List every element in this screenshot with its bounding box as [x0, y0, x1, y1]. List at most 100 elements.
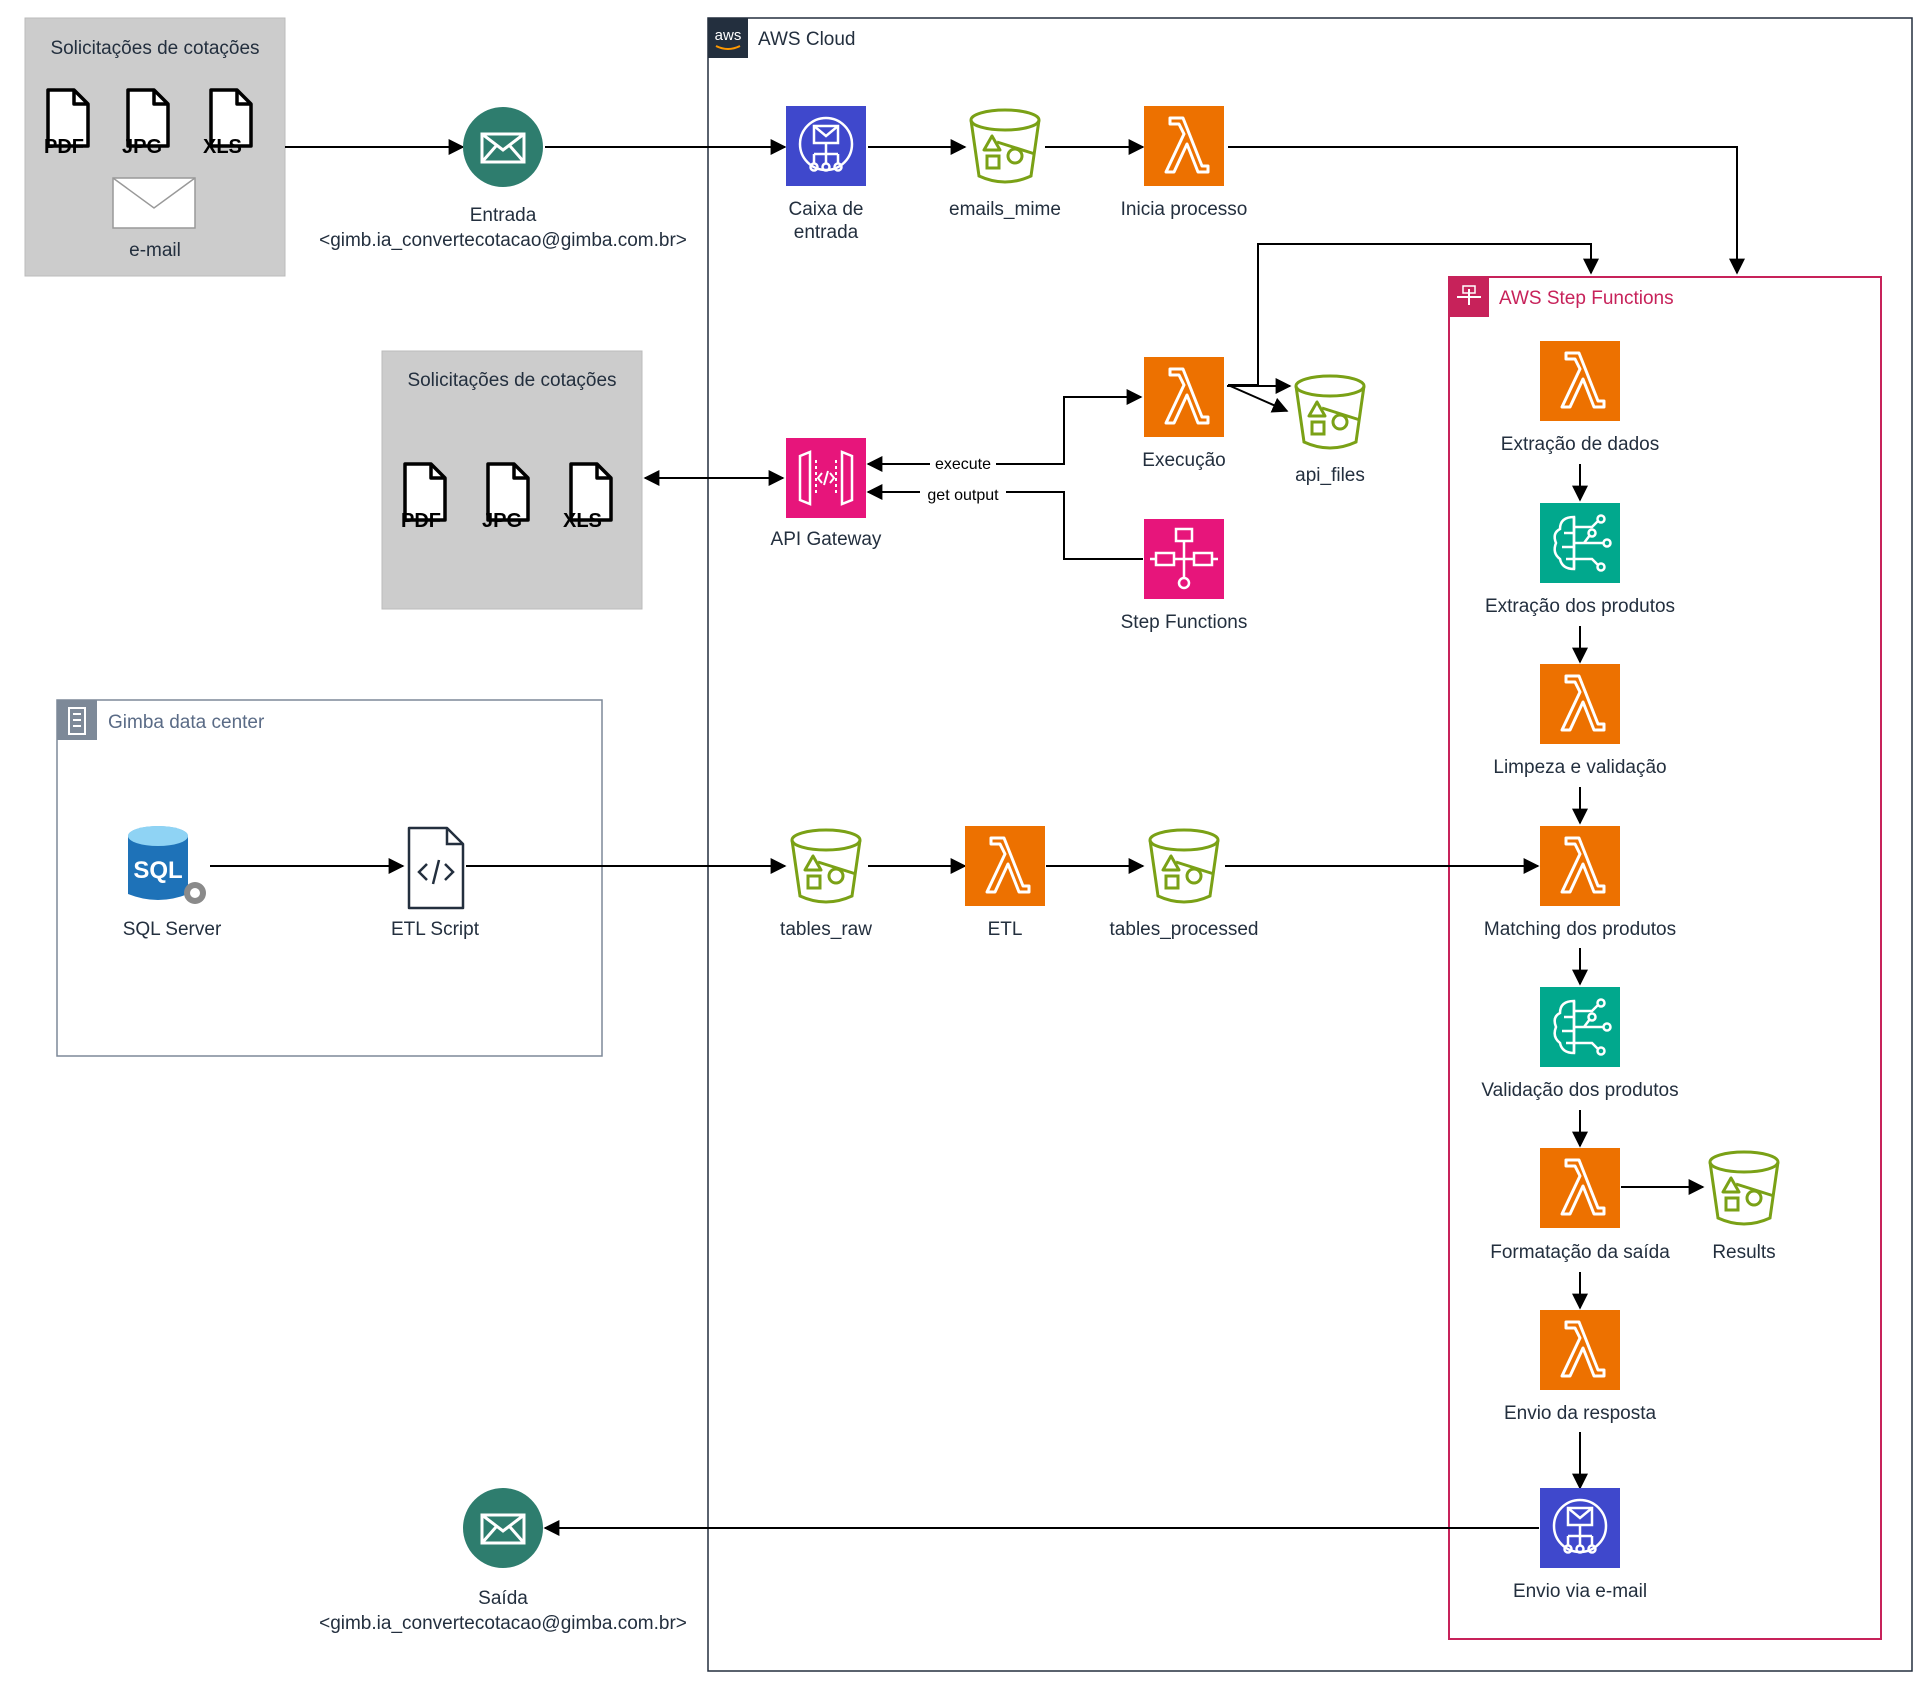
- emails-mime-node[interactable]: emails_mime: [949, 108, 1061, 220]
- inicia-label: Inicia processo: [1121, 199, 1248, 220]
- etl-script-label: ETL Script: [391, 919, 480, 940]
- etl-script-node[interactable]: ETL Script: [391, 826, 480, 940]
- envio-resposta-label: Envio da resposta: [1504, 1403, 1657, 1424]
- pdf-file-icon: PDF: [44, 88, 90, 158]
- results-label: Results: [1712, 1242, 1775, 1263]
- saida-label: Saída: [478, 1588, 528, 1609]
- emails-mime-label: emails_mime: [949, 199, 1061, 220]
- limpeza-node[interactable]: Limpeza e validação: [1493, 662, 1667, 778]
- api-files-node[interactable]: api_files: [1294, 374, 1366, 486]
- lambda-icon: [963, 824, 1047, 908]
- api-gateway-label: API Gateway: [771, 529, 882, 550]
- lambda-icon: [1538, 662, 1622, 746]
- execucao-label: Execução: [1142, 450, 1225, 471]
- lambda-icon: [1538, 1308, 1622, 1392]
- edge-inicia-to-stepfunctions: [1228, 146, 1745, 275]
- api-files-label: api_files: [1295, 465, 1365, 486]
- extracao-dados-node[interactable]: Extração de dados: [1501, 339, 1659, 455]
- script-file-icon: [407, 826, 465, 910]
- lambda-icon: [1142, 355, 1226, 439]
- edge-execucao-to-step-functions: [1228, 243, 1599, 386]
- envelope-icon: [112, 177, 196, 229]
- jpg-file-icon: JPG: [122, 88, 170, 158]
- xls-file-icon: XLS: [203, 88, 253, 158]
- s3-bucket-icon: [1708, 1150, 1780, 1226]
- caixa-label-line2: entrada: [794, 222, 859, 243]
- etl-label: ETL: [988, 919, 1023, 940]
- edge-execucao-to-api-files: [1227, 384, 1289, 413]
- lambda-icon: [1538, 339, 1622, 423]
- formatacao-node[interactable]: Formatação da saída: [1490, 1146, 1670, 1263]
- entrada-node[interactable]: Entrada <gimb.ia_convertecotacao@gimba.c…: [319, 105, 687, 251]
- get-output-label: get output: [927, 487, 999, 504]
- execucao-node[interactable]: Execução: [1142, 355, 1226, 471]
- limpeza-label: Limpeza e validação: [1493, 757, 1666, 778]
- svg-text:XLS: XLS: [563, 510, 602, 532]
- envio-email-label: Envio via e-mail: [1513, 1581, 1647, 1602]
- svg-text:PDF: PDF: [401, 510, 441, 532]
- svg-text:PDF: PDF: [44, 136, 84, 158]
- formatacao-label: Formatação da saída: [1490, 1242, 1670, 1263]
- xls-file-icon: XLS: [563, 462, 613, 532]
- svg-text:aws: aws: [715, 27, 742, 44]
- datacenter-group: Gimba data center: [56, 699, 603, 1057]
- matching-node[interactable]: Matching dos produtos: [1484, 824, 1676, 940]
- sql-server-icon: SQL: [128, 826, 206, 904]
- saida-node[interactable]: Saída <gimb.ia_convertecotacao@gimba.com…: [319, 1486, 687, 1634]
- api-gateway-icon: [784, 436, 868, 520]
- tables-raw-label: tables_raw: [780, 919, 872, 940]
- email-circle-icon: [461, 1486, 545, 1570]
- edge-labels: execute get output: [920, 455, 1006, 504]
- entrada-sublabel: <gimb.ia_convertecotacao@gimba.com.br>: [319, 230, 687, 251]
- extracao-produtos-label: Extração dos produtos: [1485, 596, 1675, 617]
- tables-processed-label: tables_processed: [1110, 919, 1259, 940]
- tables-processed-node[interactable]: tables_processed: [1110, 828, 1259, 940]
- saida-sublabel: <gimb.ia_convertecotacao@gimba.com.br>: [319, 1613, 687, 1634]
- api-gateway-node[interactable]: API Gateway: [771, 436, 882, 550]
- inicia-processo-node[interactable]: Inicia processo: [1121, 104, 1248, 220]
- step-functions-group: AWS Step Functions: [1448, 276, 1882, 1640]
- lambda-icon: [1142, 104, 1226, 188]
- s3-bucket-icon: [969, 108, 1041, 184]
- etl-node[interactable]: ETL: [963, 824, 1047, 940]
- email-label: e-mail: [129, 240, 181, 261]
- aws-cloud-group: aws AWS Cloud: [707, 17, 1913, 1672]
- api-requests-title: Solicitações de cotações: [407, 370, 616, 391]
- step-functions-icon: [1142, 517, 1226, 601]
- sql-server-node[interactable]: SQL SQL Server: [123, 826, 222, 940]
- edge-execute: [866, 389, 1143, 472]
- envio-resposta-node[interactable]: Envio da resposta: [1504, 1308, 1657, 1424]
- jpg-file-icon: JPG: [482, 462, 530, 532]
- ses-email-icon: [1538, 1486, 1622, 1570]
- aws-cloud-title: AWS Cloud: [758, 29, 856, 50]
- email-circle-icon: [461, 105, 545, 189]
- pdf-file-icon: PDF: [401, 462, 447, 532]
- step-functions-label: Step Functions: [1121, 612, 1248, 633]
- envio-email-node[interactable]: Envio via e-mail: [1513, 1486, 1647, 1602]
- datacenter-title: Gimba data center: [108, 712, 265, 733]
- email-requests-group: Solicitações de cotações PDF JPG XLS e-m…: [24, 17, 286, 277]
- extracao-dados-label: Extração de dados: [1501, 434, 1659, 455]
- lambda-icon: [1538, 824, 1622, 908]
- validacao-node[interactable]: Validação dos produtos: [1481, 985, 1679, 1101]
- aws-logo-icon: [708, 18, 748, 58]
- validacao-label: Validação dos produtos: [1481, 1080, 1678, 1101]
- lambda-icon: [1538, 1146, 1622, 1230]
- ses-email-icon: [784, 104, 868, 188]
- extracao-produtos-node[interactable]: Extração dos produtos: [1485, 501, 1675, 617]
- svg-text:JPG: JPG: [122, 136, 162, 158]
- step-functions-node[interactable]: Step Functions: [1121, 517, 1248, 633]
- results-node[interactable]: Results: [1708, 1150, 1780, 1263]
- svg-text:XLS: XLS: [203, 136, 242, 158]
- sql-server-label: SQL Server: [123, 919, 222, 940]
- tables-raw-node[interactable]: tables_raw: [780, 828, 872, 940]
- ai-brain-icon: [1538, 985, 1622, 1069]
- edges: [210, 139, 1745, 1536]
- caixa-entrada-node[interactable]: Caixa de entrada: [784, 104, 868, 243]
- s3-bucket-icon: [1294, 374, 1366, 450]
- execute-label: execute: [935, 456, 991, 473]
- caixa-label-line1: Caixa de: [789, 199, 864, 220]
- ai-brain-icon: [1538, 501, 1622, 585]
- api-requests-group: Solicitações de cotações PDF JPG XLS: [381, 350, 643, 610]
